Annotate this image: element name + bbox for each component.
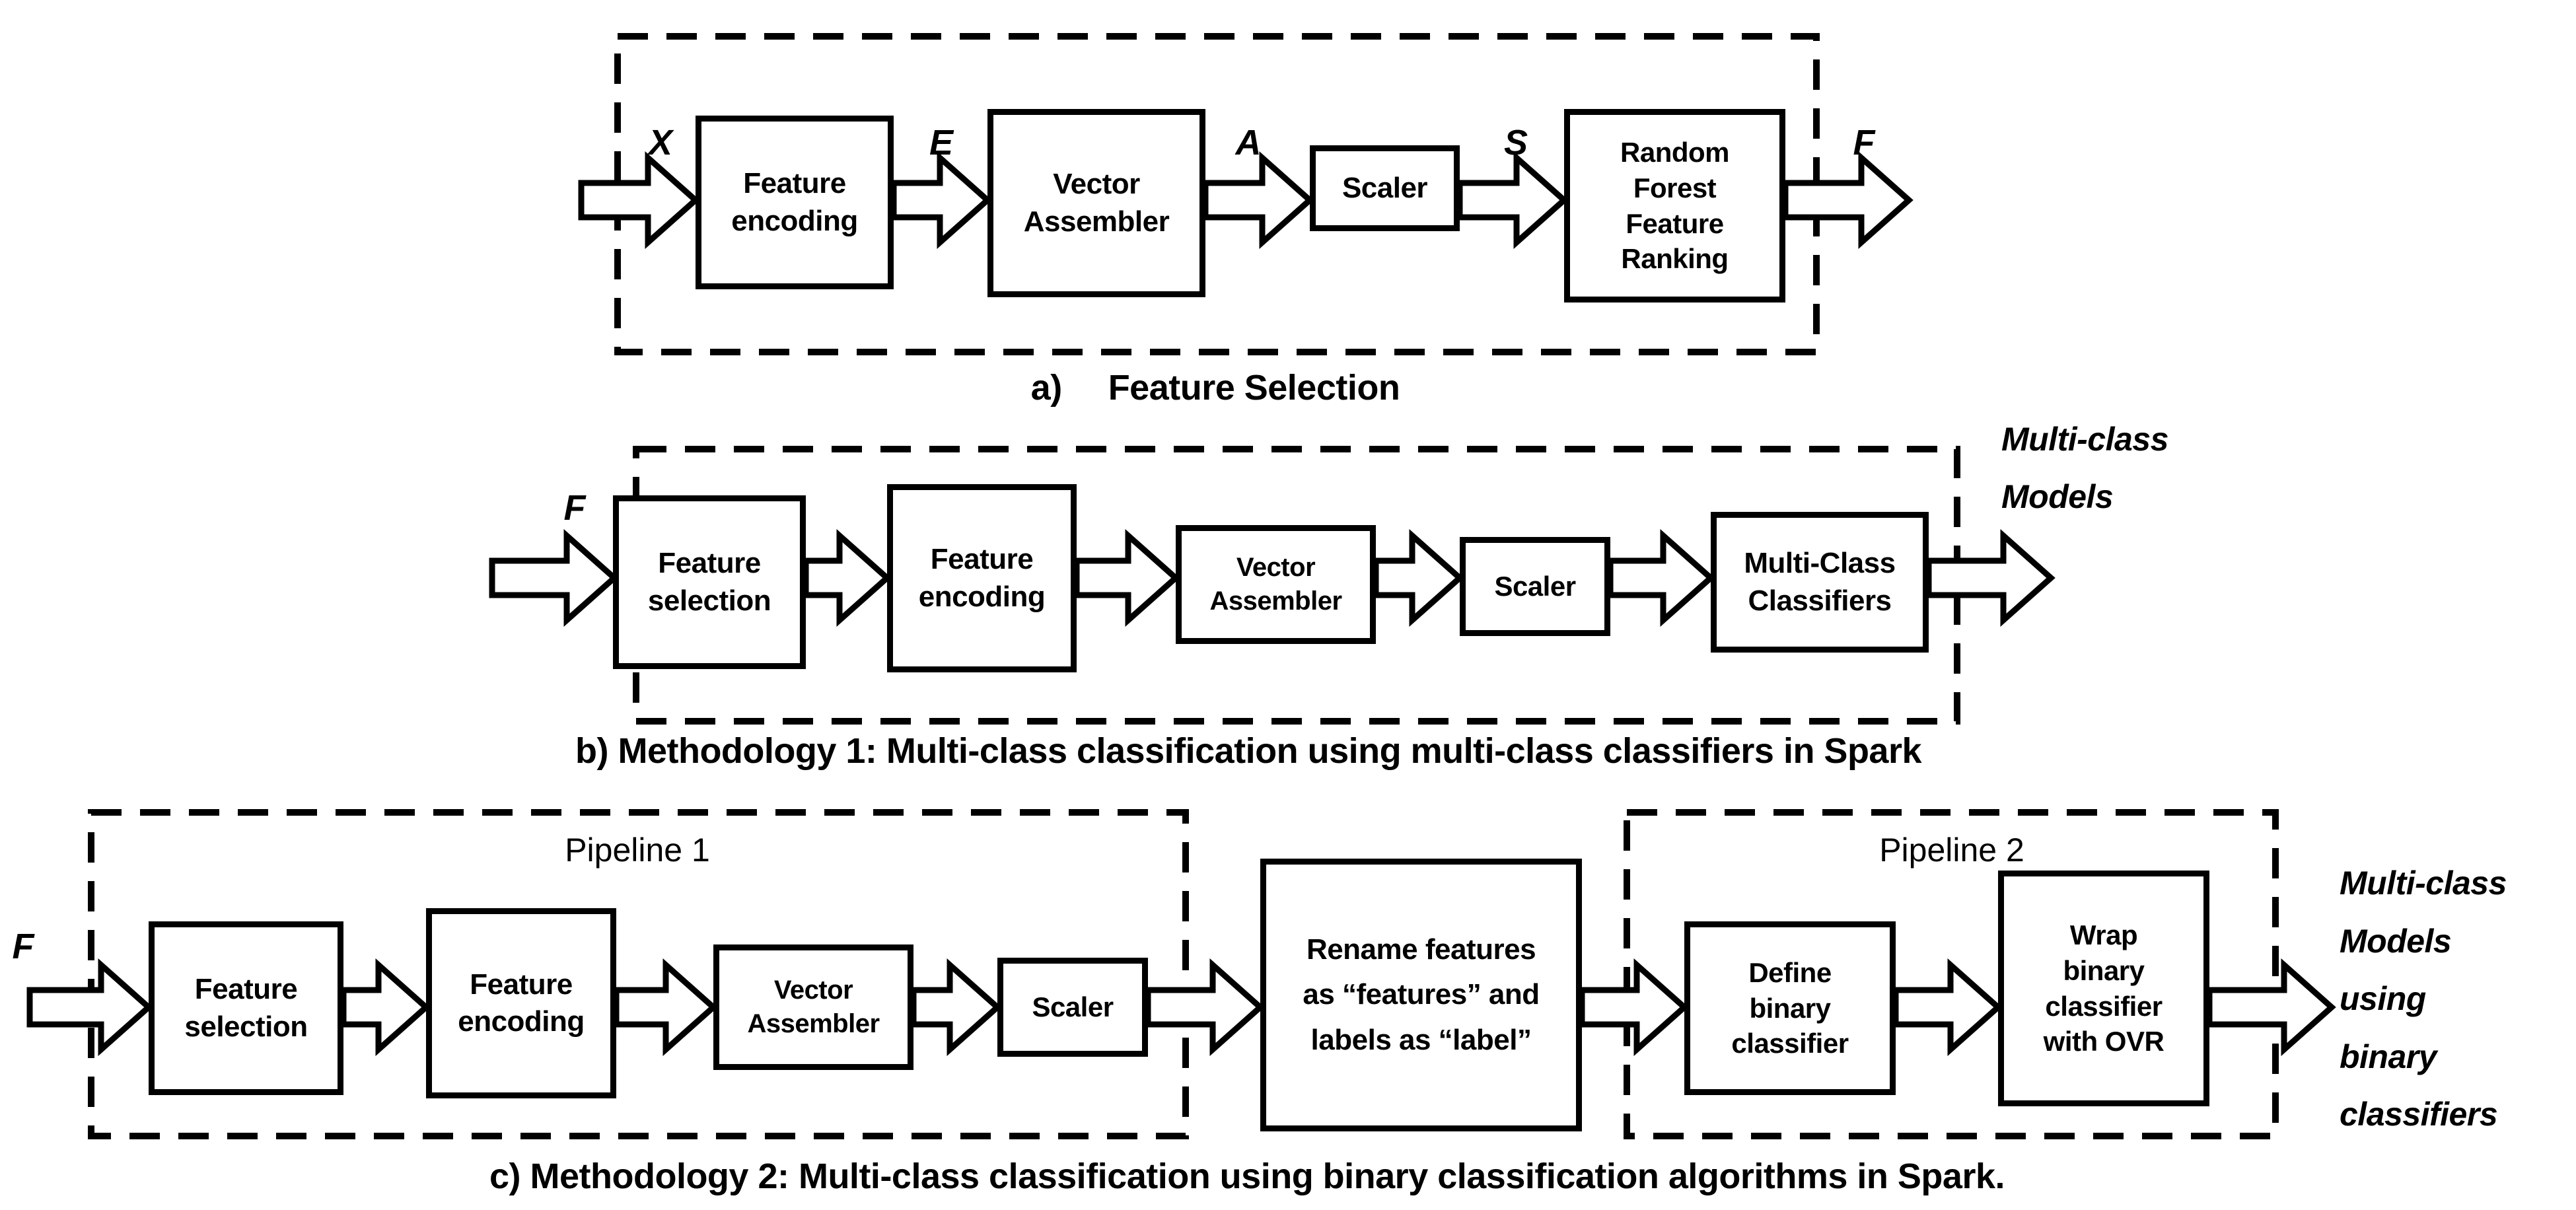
pipeline-1-label: Pipeline 1: [565, 832, 710, 869]
arrow-c-input: [26, 958, 153, 1057]
signal-label-f-c: F: [12, 927, 34, 966]
arrow-b-scaler-to-classifiers: [1607, 528, 1715, 627]
box-c-feature-selection: Feature selection: [149, 921, 343, 1095]
arrow-c-output: [2206, 958, 2336, 1057]
signal-label-a: A: [1235, 123, 1262, 162]
caption-a-prefix: a): [1030, 368, 1063, 408]
signal-label-f-b: F: [563, 488, 586, 528]
box-b-multiclass-classifiers: Multi-Class Classifiers: [1711, 512, 1929, 653]
output-label-multiclass-models: Multi-class Models: [2001, 421, 2168, 515]
box-b-feature-selection: Feature selection: [613, 495, 806, 669]
caption-a-text: Feature Selection: [1108, 368, 1400, 408]
arrow-c-scaler-to-rename: [1145, 958, 1265, 1057]
arrow-a-output: [1782, 151, 1914, 250]
box-b-feature-encoding: Feature encoding: [887, 484, 1077, 672]
signal-label-s: S: [1503, 123, 1528, 162]
arrow-b-assembler-to-scaler: [1373, 528, 1464, 627]
dashed-boundary-pipeline-2: [1624, 809, 2279, 1139]
arrow-b-input: [489, 528, 619, 627]
box-a-vector-assembler: Vector Assembler: [987, 109, 1205, 297]
box-c-vector-assembler: Vector Assembler: [713, 944, 913, 1070]
signal-label-x: X: [648, 123, 673, 162]
arrow-c-assembler-to-scaler: [910, 958, 1002, 1057]
box-a-random-forest-ranking: Random Forest Feature Ranking: [1564, 109, 1785, 302]
box-c-rename-features-labels: Rename features as “features” and labels…: [1260, 859, 1582, 1131]
signal-label-e: E: [929, 123, 954, 162]
box-b-scaler: Scaler: [1460, 537, 1610, 636]
arrow-a-encoding-to-assembler: [890, 151, 992, 250]
arrow-c-selection-to-encoding: [340, 958, 431, 1057]
box-a-scaler: Scaler: [1310, 145, 1460, 231]
pipeline-2-label: Pipeline 2: [1879, 832, 2024, 869]
arrow-c-rename-to-define: [1579, 958, 1689, 1057]
caption-b: b) Methodology 1: Multi-class classifica…: [575, 731, 1922, 771]
arrow-a-scaler-to-rf: [1456, 151, 1569, 250]
arrow-b-output: [1925, 528, 2056, 627]
box-b-vector-assembler: Vector Assembler: [1176, 525, 1376, 644]
box-c-define-binary-classifier: Define binary classifier: [1684, 921, 1896, 1095]
caption-c: c) Methodology 2: Multi-class classifica…: [489, 1157, 2005, 1196]
dashed-boundary-feature-selection: [614, 33, 1820, 355]
box-a-feature-encoding: Feature encoding: [696, 116, 894, 289]
arrow-a-input: [578, 151, 700, 250]
output-label-multiclass-models-binary: Multi-class Models using binary classifi…: [2340, 865, 2507, 1133]
arrow-a-assembler-to-scaler: [1202, 151, 1314, 250]
arrow-b-selection-to-encoding: [803, 528, 892, 627]
dashed-boundary-pipeline-1: [88, 809, 1189, 1139]
arrow-b-encoding-to-assembler: [1073, 528, 1180, 627]
box-c-scaler: Scaler: [997, 958, 1148, 1057]
caption-a: a) Feature Selection: [555, 367, 1876, 408]
arrow-c-encoding-to-assembler: [613, 958, 718, 1057]
box-c-feature-encoding: Feature encoding: [426, 908, 616, 1098]
signal-label-f-a: F: [1853, 123, 1875, 162]
arrow-c-define-to-wrap: [1892, 958, 2003, 1057]
box-c-wrap-binary-classifier-ovr: Wrap binary classifier with OVR: [1998, 871, 2209, 1106]
